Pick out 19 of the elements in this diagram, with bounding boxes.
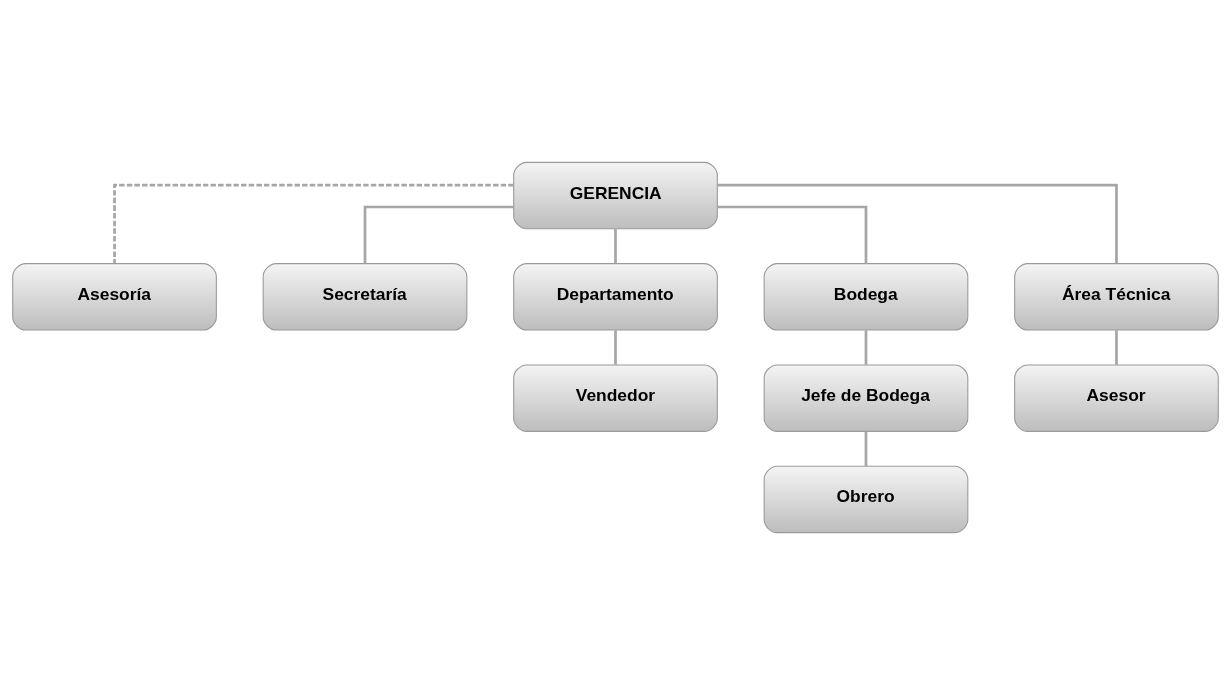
- connector: [113, 183, 514, 263]
- connector: [614, 228, 617, 263]
- node-box: Área Técnica: [1014, 262, 1219, 331]
- connector: [864, 329, 868, 365]
- connector: [363, 205, 514, 263]
- node-box: Departamento: [513, 262, 718, 331]
- node-box: Bodega: [763, 262, 969, 331]
- node-box: Jefe de Bodega: [763, 363, 969, 432]
- connector: [717, 183, 1118, 263]
- node-box: Asesoría: [12, 262, 217, 331]
- node-box: GERENCIA: [513, 161, 718, 229]
- connector: [717, 205, 868, 263]
- connector: [864, 431, 868, 466]
- connector: [614, 329, 617, 365]
- connector: [1115, 329, 1118, 365]
- node-box: Vendedor: [513, 363, 718, 432]
- node-box: Obrero: [763, 465, 969, 533]
- node-box: Asesor: [1014, 363, 1219, 432]
- node-box: Secretaría: [262, 262, 468, 331]
